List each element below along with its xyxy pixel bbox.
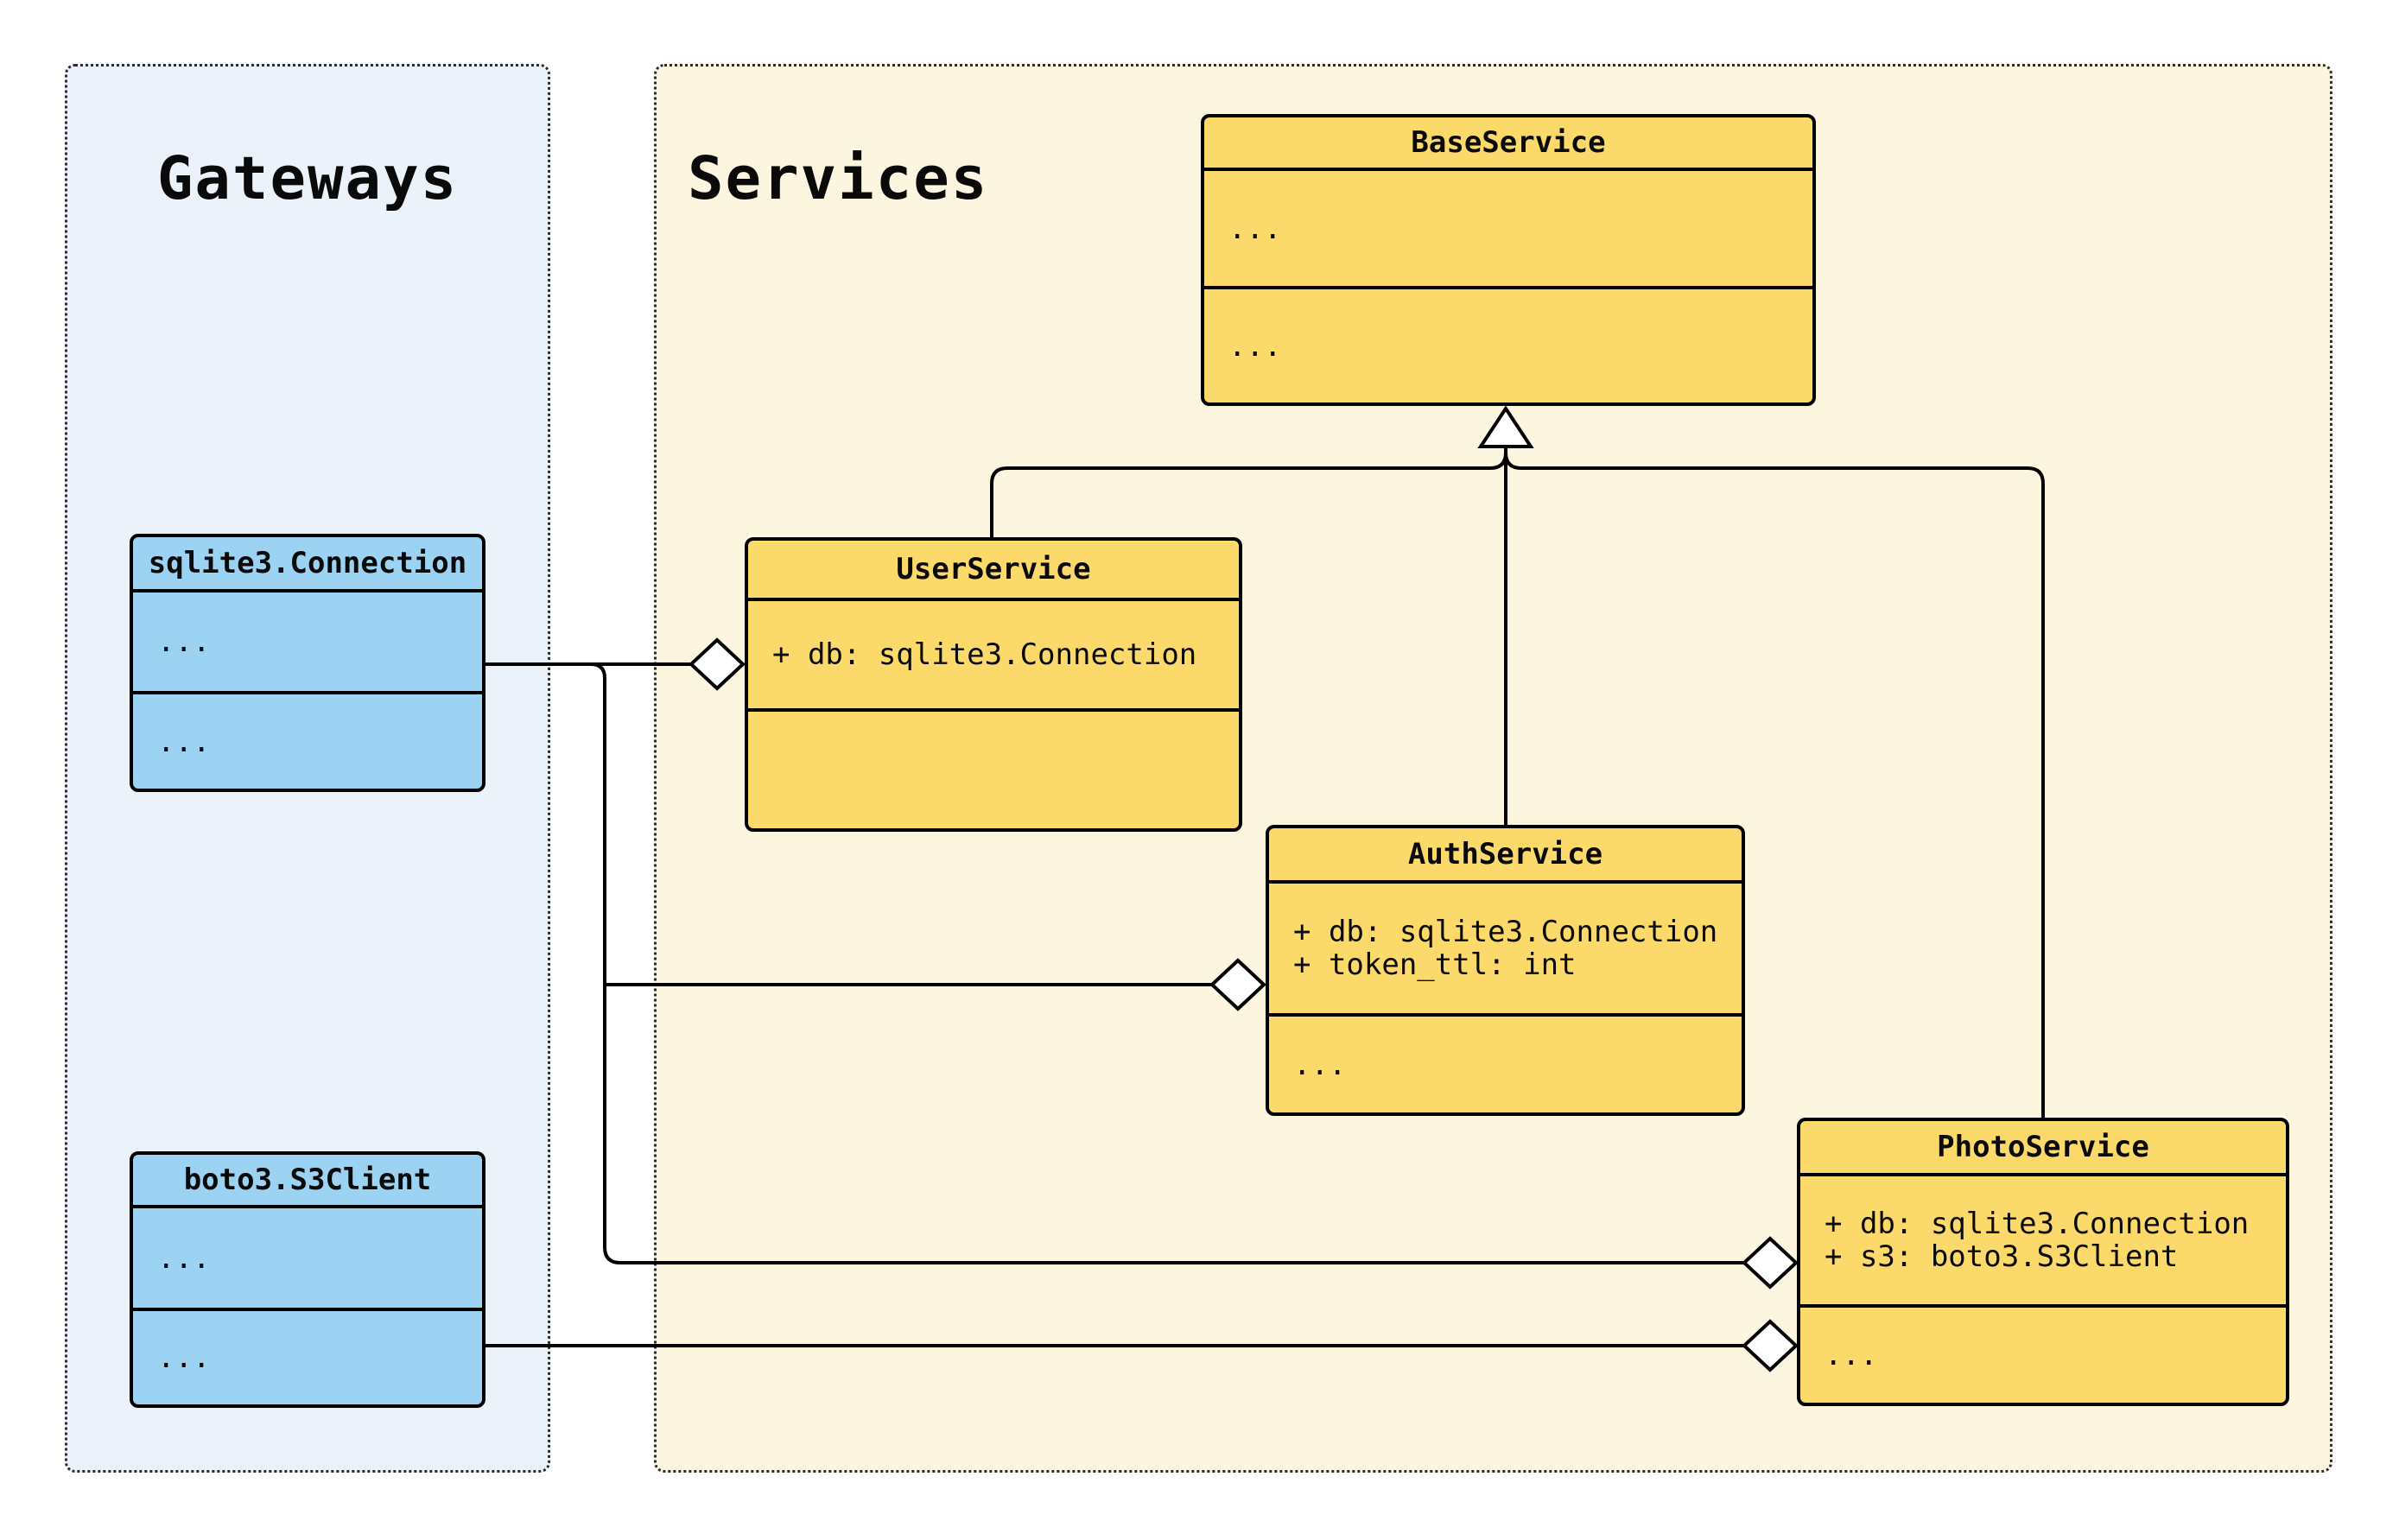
class-operations: ... bbox=[1800, 1304, 2286, 1403]
class-attributes: ... bbox=[133, 1205, 482, 1308]
attribute-line: + db: sqlite3.Connection bbox=[1293, 915, 1718, 949]
edge-sqlite-branch-down bbox=[590, 662, 606, 985]
class-title: boto3.S3Client bbox=[183, 1163, 432, 1197]
class-box-authservice: AuthService + db: sqlite3.Connection + t… bbox=[1266, 825, 1745, 1116]
aggregation-diamond-icon-photoservice-db bbox=[1742, 1236, 1799, 1290]
class-title: BaseService bbox=[1411, 125, 1606, 160]
class-operations bbox=[748, 708, 1239, 828]
class-attributes: ... bbox=[133, 589, 482, 691]
attribute-line: + s3: boto3.S3Client bbox=[1825, 1239, 2179, 1274]
operation-line: ... bbox=[1825, 1338, 1878, 1372]
class-box-userservice: UserService + db: sqlite3.Connection bbox=[745, 537, 1242, 832]
class-attributes: + db: sqlite3.Connection + token_ttl: in… bbox=[1269, 880, 1742, 1013]
operation-line: ... bbox=[157, 724, 211, 759]
panel-services-title: Services bbox=[688, 144, 989, 213]
class-box-baseservice: BaseService ... ... bbox=[1201, 114, 1816, 406]
edge-photoservice-to-baseservice bbox=[1521, 466, 2045, 1118]
class-title: sqlite3.Connection bbox=[148, 546, 467, 580]
attribute-line: + db: sqlite3.Connection bbox=[1825, 1207, 2250, 1241]
class-operations: ... bbox=[133, 1308, 482, 1404]
aggregation-diamond-icon-authservice bbox=[1209, 958, 1266, 1011]
attribute-line: ... bbox=[157, 624, 211, 659]
edge-userservice-to-baseservice bbox=[990, 466, 1490, 537]
class-operations: ... bbox=[1204, 286, 1812, 402]
class-box-boto3-s3client: boto3.S3Client ... ... bbox=[130, 1151, 486, 1408]
inheritance-triangle-icon bbox=[1477, 405, 1534, 448]
attribute-line: + token_ttl: int bbox=[1293, 947, 1577, 982]
attribute-line: ... bbox=[1228, 211, 1282, 246]
aggregation-diamond-icon-userservice bbox=[689, 637, 746, 691]
aggregation-diamond-icon-photoservice-s3 bbox=[1742, 1319, 1799, 1372]
edge-sqlite-to-photoservice bbox=[603, 985, 1744, 1264]
class-attributes: + db: sqlite3.Connection + s3: boto3.S3C… bbox=[1800, 1173, 2286, 1304]
class-title: PhotoService bbox=[1937, 1130, 2149, 1164]
class-operations: ... bbox=[133, 691, 482, 789]
class-attributes: ... bbox=[1204, 168, 1812, 286]
class-attributes: + db: sqlite3.Connection bbox=[748, 598, 1239, 708]
class-box-photoservice: PhotoService + db: sqlite3.Connection + … bbox=[1797, 1118, 2289, 1406]
edge-bus-fillet-right bbox=[1504, 452, 1522, 470]
operation-line: ... bbox=[1293, 1047, 1347, 1082]
class-title: UserService bbox=[896, 552, 1091, 586]
class-box-sqlite3-connection: sqlite3.Connection ... ... bbox=[130, 534, 486, 792]
operation-line: ... bbox=[157, 1340, 211, 1375]
operation-line: ... bbox=[1228, 328, 1282, 364]
attribute-line: + db: sqlite3.Connection bbox=[772, 637, 1197, 672]
class-title: AuthService bbox=[1407, 837, 1603, 871]
edge-bus-fillet-left bbox=[1489, 452, 1507, 470]
class-operations: ... bbox=[1269, 1013, 1742, 1112]
panel-gateways-title: Gateways bbox=[156, 144, 459, 213]
attribute-line: ... bbox=[157, 1240, 211, 1276]
